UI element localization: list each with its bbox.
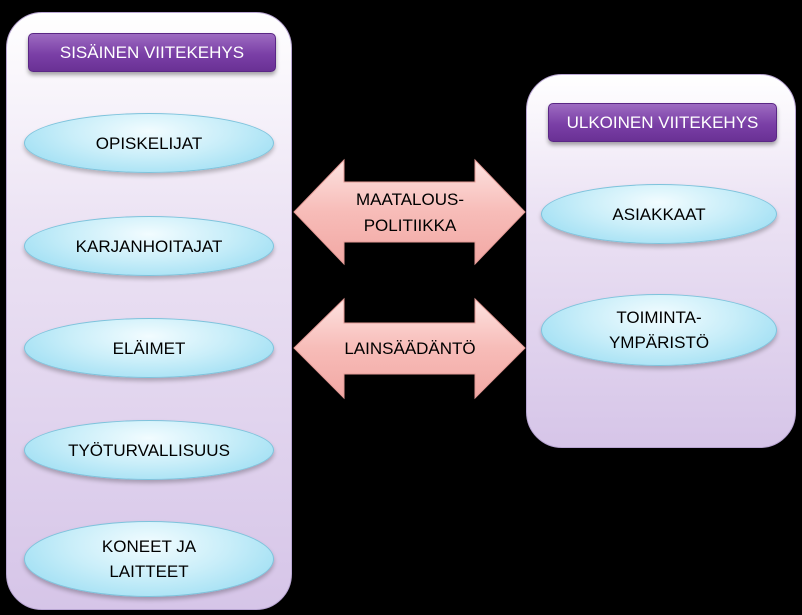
internal-framework-panel	[6, 12, 292, 610]
agricultural-policy-label: MAATALOUS-POLITIIKKA	[356, 190, 464, 235]
external-item-customers: ASIAKKAAT	[541, 184, 777, 244]
external-framework-title: ULKOINEN VIITEKEHYS	[548, 103, 777, 142]
internal-item-animals: ELÄIMET	[24, 318, 274, 378]
internal-item-occupational-safety: TYÖTURVALLISUUS	[24, 420, 274, 480]
legislation-label: LAINSÄÄDÄNTÖ	[344, 339, 476, 358]
agricultural-policy-arrow	[293, 158, 526, 266]
internal-framework-title: SISÄINEN VIITEKEHYS	[28, 33, 276, 72]
internal-item-livestock-keepers: KARJANHOITAJAT	[24, 216, 274, 276]
legislation-arrow	[293, 297, 526, 400]
internal-item-students: OPISKELIJAT	[24, 113, 274, 173]
external-item-operating-environment: TOIMINTA-YMPÄRISTÖ	[541, 294, 777, 366]
